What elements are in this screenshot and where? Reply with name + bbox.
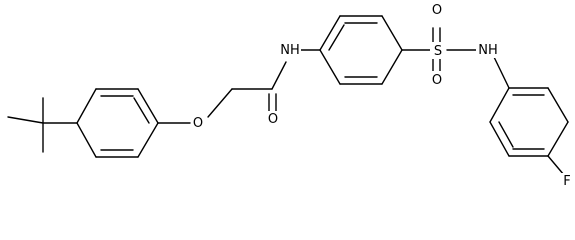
amide-nitrogen-label: NH bbox=[279, 41, 301, 58]
linker-bonds bbox=[157, 49, 321, 124]
svg-text:NH: NH bbox=[478, 43, 498, 58]
ring-1-bonds bbox=[76, 88, 159, 158]
svg-text:F: F bbox=[563, 174, 570, 189]
carbonyl-oxygen-label: O bbox=[265, 111, 281, 127]
ether-oxygen-label: O bbox=[191, 114, 205, 131]
svg-text:S: S bbox=[434, 44, 442, 59]
sulfonyl-oxygen-top-label: O bbox=[429, 1, 445, 18]
molecule-canvas: O O NH O S O NH F bbox=[7, 1, 574, 189]
svg-text:O: O bbox=[432, 73, 442, 88]
ring-3-bonds bbox=[489, 87, 569, 176]
svg-text:O: O bbox=[268, 112, 278, 127]
svg-text:O: O bbox=[432, 3, 442, 18]
fluorine-label: F bbox=[561, 173, 574, 189]
tert-butyl-bonds bbox=[7, 97, 78, 153]
sulfonyl-bonds bbox=[401, 27, 510, 89]
svg-text:O: O bbox=[193, 116, 203, 131]
structure-diagram: O O NH O S O NH F bbox=[7, 1, 574, 189]
sulfonyl-oxygen-bottom-label: O bbox=[429, 71, 445, 88]
svg-text:NH: NH bbox=[280, 43, 300, 58]
ring-2-bonds bbox=[319, 15, 403, 85]
sulfur-label: S bbox=[430, 42, 446, 59]
sulfonamide-nitrogen-label: NH bbox=[476, 41, 500, 58]
